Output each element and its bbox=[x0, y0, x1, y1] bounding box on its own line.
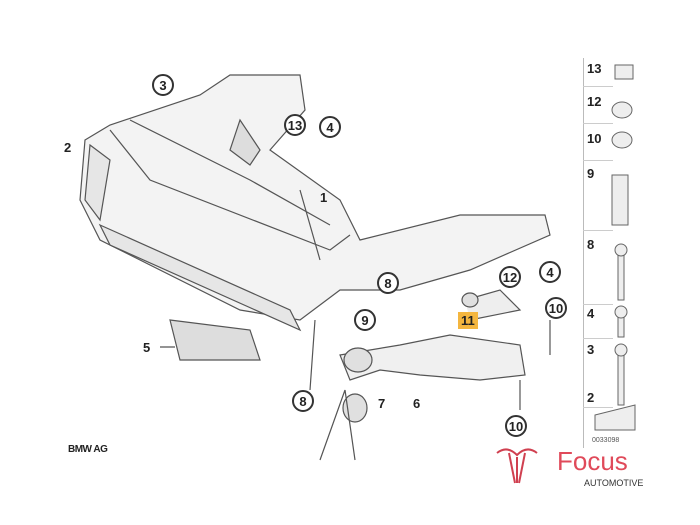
subframe-drawing bbox=[79, 74, 551, 461]
callout-10: 10 bbox=[545, 297, 567, 319]
callout-12: 12 bbox=[499, 266, 521, 288]
side-part-9: 9 bbox=[587, 166, 595, 181]
callout-13: 13 bbox=[284, 114, 306, 136]
label-2: 2 bbox=[64, 140, 72, 155]
side-part-8: 8 bbox=[587, 237, 595, 252]
focus-logo-mark-icon bbox=[496, 448, 538, 484]
label-1: 1 bbox=[320, 190, 328, 205]
side-part-icons bbox=[594, 64, 636, 431]
label-6: 6 bbox=[413, 396, 421, 411]
brand-subtitle: AUTOMOTIVE bbox=[584, 478, 644, 488]
callout-9: 9 bbox=[354, 309, 376, 331]
side-part-10: 10 bbox=[587, 131, 602, 146]
highlighted-callout-11: 11 bbox=[458, 312, 478, 329]
label-5: 5 bbox=[143, 340, 151, 355]
callout-4: 4 bbox=[319, 116, 341, 138]
label-7: 7 bbox=[378, 396, 386, 411]
side-part-3: 3 bbox=[587, 342, 595, 357]
copyright-credit: BMW AG bbox=[68, 444, 108, 455]
side-part-4: 4 bbox=[587, 306, 595, 321]
callout-8b: 8 bbox=[292, 390, 314, 412]
side-part-13: 13 bbox=[587, 61, 602, 76]
parts-sidebar bbox=[583, 58, 614, 448]
brand-name: Focus bbox=[557, 446, 628, 476]
side-part-12: 12 bbox=[587, 94, 602, 109]
callout-4b: 4 bbox=[539, 261, 561, 283]
reference-number: 0033098 bbox=[592, 437, 620, 444]
callout-8: 8 bbox=[377, 272, 399, 294]
side-part-2: 2 bbox=[587, 390, 595, 405]
callout-3: 3 bbox=[152, 74, 174, 96]
callout-10b: 10 bbox=[505, 415, 527, 437]
